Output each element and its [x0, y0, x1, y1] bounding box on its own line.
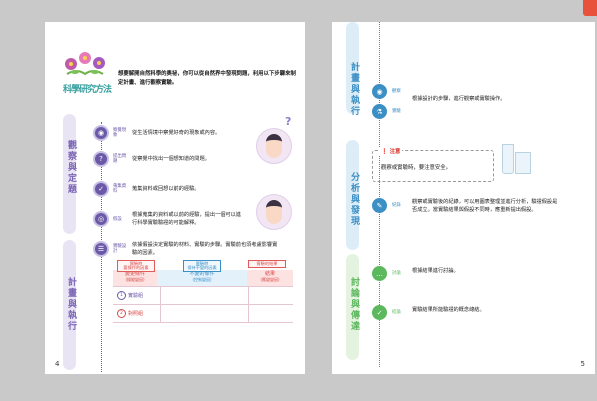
page-number: 4 [55, 360, 60, 368]
eye-icon: ◉ [372, 84, 387, 99]
step-name: 提出問題 [113, 154, 127, 164]
step-name: 察覺現象 [113, 128, 127, 138]
step-name-discuss: 討論 [392, 271, 401, 276]
check-icon: ✓ [372, 305, 387, 320]
stage-bar-discuss [346, 254, 359, 360]
step-connector [379, 22, 380, 367]
fingerprint-icon: ◎ [93, 211, 109, 227]
step-name-experiment: 實驗 [392, 109, 401, 114]
logo-title: 科學研究方法 [63, 85, 112, 95]
stage-label-plan: 計畫與執行 [66, 277, 76, 332]
pencil-icon: ✎ [372, 198, 387, 213]
step-collect: ✓ 蒐集資料 蒐集資料或回想以前的經驗。 [93, 180, 199, 198]
stage-bar-analyze [346, 140, 359, 250]
step-observe: ◉ 察覺現象 從生活情境中察覺好奇的現象或內容。 [93, 124, 220, 142]
question-mark: ? [285, 115, 292, 128]
experiment-table: 實驗時 要操作的因素 實驗時 保持不變的因素 實驗的結果 變更條件(操縱變因) … [113, 260, 293, 323]
stage-bar-observe [63, 114, 76, 234]
step-name: 假設 [113, 216, 122, 222]
girl-pondering-illustration [256, 194, 292, 230]
step-desc: 根據蒐集的資料或以前的經驗，提出一個可以進行科學實驗驗證的可能解釋。 [132, 212, 241, 226]
flask-icon: ⚗ [372, 104, 387, 119]
stage-label-plan: 計畫與執行 [349, 62, 359, 117]
stage-label-observe: 觀察與定題 [66, 140, 76, 195]
step-name-record: 紀錄 [392, 203, 401, 208]
page-number: 5 [580, 360, 585, 368]
bookmark-tab[interactable] [583, 0, 597, 16]
header-result: 結果(應變變因) [247, 270, 293, 286]
eye-icon: ◉ [93, 125, 109, 141]
header-manipulated: 變更條件(操縱變因) [113, 270, 157, 286]
chat-icon: … [372, 266, 387, 281]
question-icon: ? [93, 151, 109, 167]
girl-thinking-illustration [256, 128, 292, 164]
step-desc: 蒐集資料或回想以前的經驗。 [132, 186, 200, 192]
step-name: 蒐集資料 [113, 184, 127, 194]
stage-bar-plan [346, 22, 359, 114]
step-name: 實驗設計 [113, 244, 127, 254]
right-page: 計畫與執行 分析與發現 討論與傳達 ◉ 觀察 ⚗ 實驗 根據設計的步驟，進行觀察… [332, 22, 595, 374]
table-tag: 實驗的結果 [248, 260, 286, 268]
check-icon: ✓ [93, 181, 109, 197]
table-tag: 實驗時 要操作的因素 [117, 260, 155, 272]
table-tag: 實驗時 保持不變的因素 [183, 260, 221, 272]
step-hypothesis: ◎ 假設 根據蒐集的資料或以前的經驗，提出一個可以進行科學實驗驗證的可能解釋。 [93, 210, 243, 228]
stage-label-discuss: 討論與傳達 [349, 277, 359, 332]
step-desc: 從生活情境中察覺好奇的現象或內容。 [132, 130, 221, 136]
step-desc-discuss: 根據結果進行討論。 [412, 268, 459, 274]
step-desc-record: 觀察或實驗後的紀錄，可以用圖表整理並進行分析，驗證假設是否成立。當實驗結果與假設… [412, 199, 558, 213]
beaker-illustration [515, 152, 531, 174]
test-tube-illustration [502, 144, 514, 174]
step-design: ☰ 實驗設計 依據假設決定實驗的材料、實驗的步驟。實驗前也須考慮影響實驗的因素。 [93, 240, 293, 258]
note-text: 觀察或實驗時，要注意安全。 [381, 165, 452, 171]
safety-note: ❗ 注意 觀察或實驗時，要注意安全。 [372, 147, 494, 182]
step-desc: 從察覺中找出一個想知道的問題。 [132, 156, 210, 162]
step-name-conclude: 結論 [392, 310, 401, 315]
clipboard-icon: ☰ [93, 241, 109, 257]
step-desc: 依據假設決定實驗的材料、實驗的步驟。實驗前也須考慮影響實驗的因素。 [132, 242, 278, 256]
left-page: 科學研究方法 想要解開自然科學的奧祕，你可以從自然界中發現問題，利用以下步驟來制… [45, 22, 305, 374]
flower-logo-icon [65, 52, 105, 76]
step-question: ? 提出問題 從察覺中找出一個想知道的問題。 [93, 150, 210, 168]
header-controlled: 不變的條件(控制變因) [157, 270, 247, 286]
step-desc-observe: 根據設計的步驟，進行觀察或實驗操作。 [412, 96, 506, 102]
stage-bar-plan [63, 240, 76, 370]
table-header: 變更條件(操縱變因) 不變的條件(控制變因) 結果(應變變因) [113, 270, 293, 286]
stage-label-analyze: 分析與發現 [349, 172, 359, 227]
intro-text: 想要解開自然科學的奧祕，你可以從自然界中發現問題，利用以下步驟來制定計畫、進行觀… [118, 71, 296, 86]
step-name-observe: 觀察 [392, 89, 401, 94]
step-desc-conclude: 實驗結果所能驗證的概念總結。 [412, 307, 485, 313]
note-title: ❗ 注意 [379, 147, 403, 155]
